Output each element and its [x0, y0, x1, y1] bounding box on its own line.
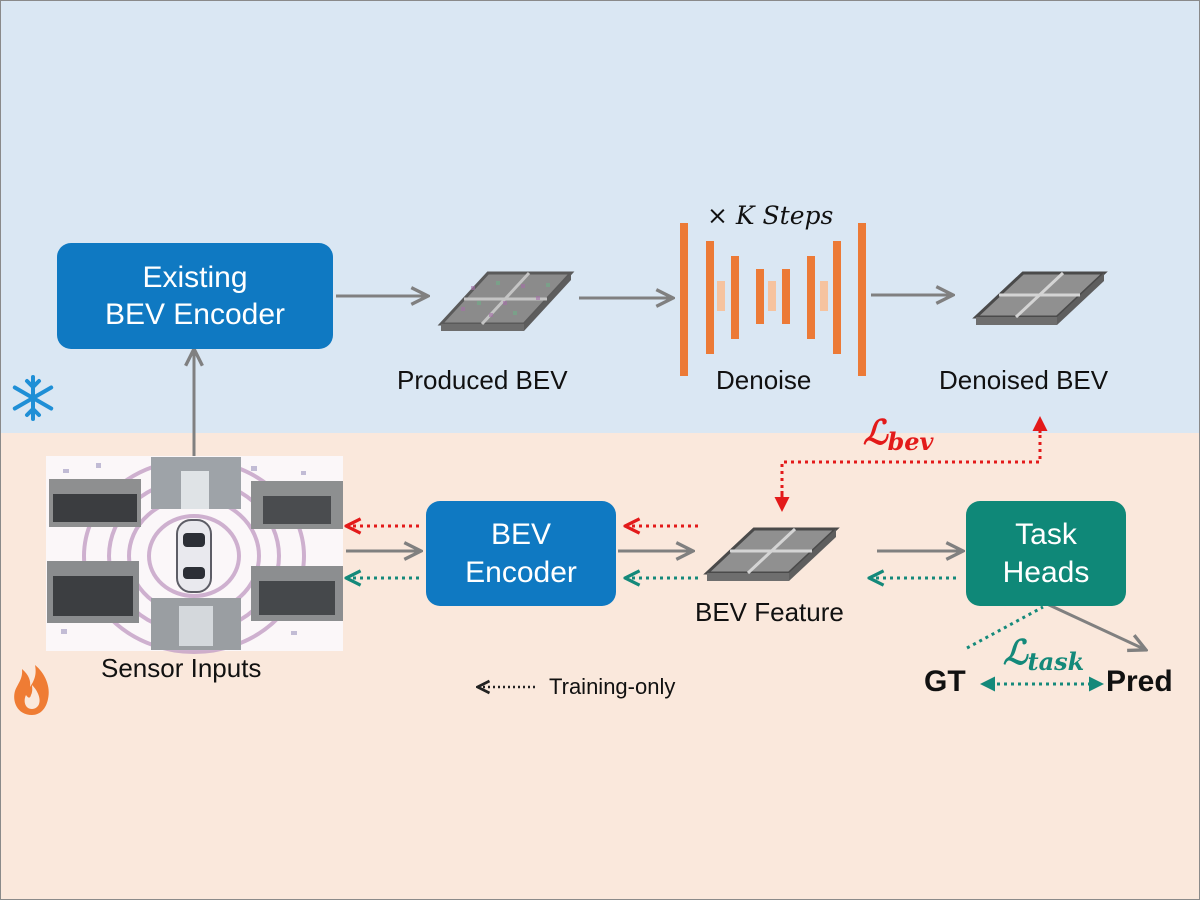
loss-bev-symbol: ℒ — [863, 413, 888, 453]
denoised-bev-label: Denoised BEV — [939, 365, 1109, 395]
produced-bev-label: Produced BEV — [397, 365, 568, 395]
pred-label: Pred — [1106, 665, 1173, 698]
existing-bev-encoder-box: Existing BEV Encoder — [57, 243, 333, 349]
bev-encoder-box: BEV Encoder — [426, 501, 616, 606]
denoise-unet — [680, 223, 866, 376]
bev-feature-plate — [703, 527, 840, 581]
task-heads-box: Task Heads — [966, 501, 1126, 606]
loss-bev-connector — [780, 421, 1042, 506]
bev-feature-label: BEV Feature — [695, 597, 844, 627]
sensor-inputs-label: Sensor Inputs — [101, 653, 262, 683]
produced-bev-plate — [437, 271, 575, 331]
denoise-label: Denoise — [716, 365, 812, 395]
gt-label: GT — [924, 665, 966, 698]
k-steps-label: × K Steps — [707, 201, 834, 230]
training-only-label: Training-only — [549, 674, 676, 699]
flame-icon — [14, 665, 49, 715]
sensor-inputs-image — [46, 456, 343, 654]
denoised-bev-plate — [972, 271, 1108, 325]
teal-gt-to-heads — [966, 605, 1044, 650]
loss-task-label: ℒtask — [1003, 633, 1084, 676]
loss-bev-subscript: bev — [887, 427, 934, 457]
loss-task-subscript: task — [1027, 647, 1085, 677]
snowflake-icon — [12, 375, 54, 421]
arrow-heads-to-pred — [1046, 602, 1144, 649]
loss-bev-label: ℒbev — [863, 413, 934, 456]
loss-task-symbol: ℒ — [1003, 633, 1028, 673]
